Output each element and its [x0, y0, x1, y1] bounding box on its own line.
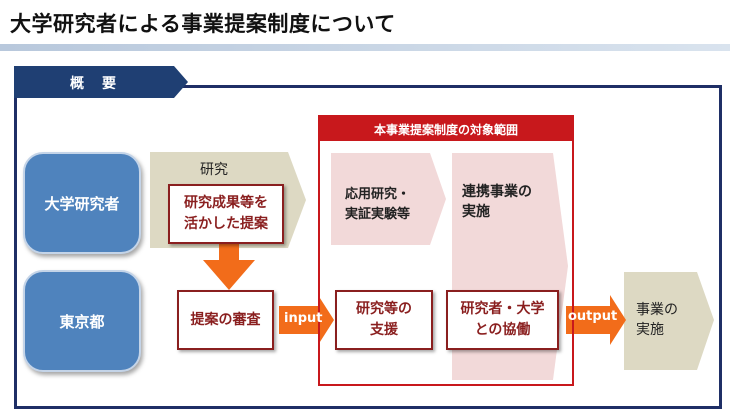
overview-tab: 概要 — [14, 66, 188, 98]
scope-frame: 本事業提案制度の対象範囲 — [318, 115, 574, 386]
down-arrow — [203, 244, 255, 290]
title-divider — [0, 44, 730, 51]
research-label: 研究 — [200, 162, 228, 178]
applied-research-text: 応用研究・ 実証実験等 — [345, 187, 411, 222]
review-box: 提案の審査 — [177, 290, 274, 350]
outcome-text: 事業の 実施 — [636, 302, 678, 338]
scope-header: 本事業提案制度の対象範囲 — [320, 117, 572, 141]
collaboration-box: 研究者・大学 との協働 — [446, 290, 559, 350]
input-label: input — [284, 311, 323, 326]
overview-tab-label: 概要 — [70, 76, 134, 92]
university-researcher-box: 大学研究者 — [23, 152, 141, 254]
tokyo-government-box: 東京都 — [23, 270, 141, 372]
input-arrow-shape — [279, 295, 334, 345]
output-arrow-shape — [566, 295, 626, 345]
proposal-box: 研究成果等を 活かした提案 — [168, 184, 284, 244]
research-support-box: 研究等の 支援 — [335, 290, 433, 350]
output-label: output — [568, 309, 618, 324]
outcome-chevron — [624, 272, 714, 370]
applied-research-chevron — [331, 153, 446, 245]
joint-project-text: 連携事業の 実施 — [462, 184, 532, 220]
page-title: 大学研究者による事業提案制度について — [10, 12, 396, 36]
